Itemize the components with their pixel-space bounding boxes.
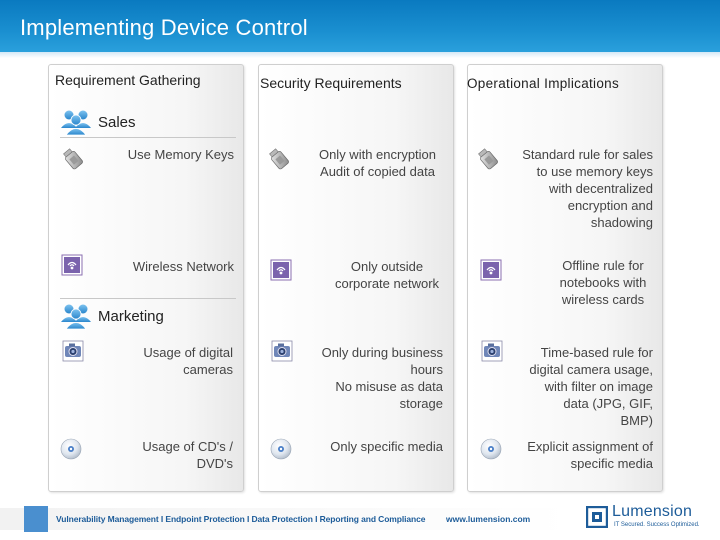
usb-memory-key-icon: [62, 148, 84, 170]
cd-dvd-disc-icon: [270, 438, 292, 460]
requirement-line: DVD's: [196, 456, 233, 471]
requirement-line: cameras: [183, 362, 233, 377]
security-cell: Only specific media: [293, 438, 443, 455]
operational-cell: Time-based rule for digital camera usage…: [498, 344, 653, 429]
requirement-line: Wireless Network: [132, 259, 234, 274]
footer-url-link[interactable]: www.lumension.com: [446, 514, 531, 524]
operational-cell: Explicit assignment of specific media: [498, 438, 653, 472]
wireless-network-icon: [480, 259, 502, 281]
security-line: Only specific media: [330, 439, 443, 454]
operational-line: to use memory keys: [536, 164, 653, 179]
security-line: Only with encryption: [318, 147, 437, 162]
requirement-column-header: Requirement Gathering: [55, 72, 201, 88]
operational-line: digital camera usage,: [529, 362, 653, 377]
requirement-cell: Usage of digital cameras: [93, 344, 233, 378]
operational-line: shadowing: [590, 215, 653, 230]
security-line: No misuse as data: [335, 379, 443, 394]
operational-line: notebooks with: [559, 275, 647, 290]
operational-line: wireless cards: [561, 292, 645, 307]
security-cell: Only during business hours No misuse as …: [293, 344, 443, 412]
wireless-network-icon: [270, 259, 292, 281]
security-line: storage: [399, 396, 443, 411]
operational-cell: Standard rule for sales to use memory ke…: [493, 146, 653, 231]
usb-memory-key-icon: [268, 148, 290, 170]
requirement-line: Usage of CD's /: [142, 439, 233, 454]
operational-line: with decentralized: [548, 181, 653, 196]
security-line: hours: [410, 362, 443, 377]
digital-camera-icon: [62, 340, 84, 362]
sales-group-divider: [60, 137, 236, 138]
lumension-logo-slogan: IT Secured. Success Optimized.: [614, 522, 700, 528]
security-line: Only outside: [350, 259, 424, 274]
operational-line: Explicit assignment of: [527, 439, 653, 454]
security-line: Only during business: [321, 345, 443, 360]
page-title: Implementing Device Control: [20, 15, 308, 40]
security-column-header: Security Requirements: [260, 75, 402, 91]
sales-group-label: Sales: [98, 113, 136, 131]
requirement-line: Usage of digital: [143, 345, 233, 360]
lumension-logo-text: Lumension: [612, 503, 693, 520]
security-cell: Only with encryption Audit of copied dat…: [300, 146, 455, 180]
title-divider: [0, 52, 720, 58]
lumension-logo-icon: [586, 506, 608, 528]
marketing-group-label: Marketing: [98, 307, 164, 325]
operational-cell: Offline rule for notebooks with wireless…: [533, 257, 673, 308]
footer-tagline: Vulnerability Management I Endpoint Prot…: [56, 514, 426, 524]
security-line: corporate network: [334, 276, 440, 291]
security-line: Audit of copied data: [320, 164, 435, 179]
users-group-icon: [60, 302, 92, 330]
requirement-cell: Usage of CD's / DVD's: [93, 438, 233, 472]
requirement-line: Use Memory Keys: [127, 147, 234, 162]
footer-accent-block: [24, 506, 48, 532]
security-cell: Only outside corporate network: [312, 258, 462, 292]
operational-line: Offline rule for: [562, 258, 644, 273]
operational-line: Time-based rule for: [540, 345, 653, 360]
marketing-group-divider: [60, 298, 236, 299]
operational-line: BMP): [620, 413, 654, 428]
marketing-group-header: Marketing: [60, 302, 164, 330]
operational-line: specific media: [570, 456, 653, 471]
operational-line: data (JPG, GIF,: [563, 396, 653, 411]
requirement-cell: Use Memory Keys: [94, 146, 234, 163]
requirement-cell: Wireless Network: [94, 258, 234, 275]
cd-dvd-disc-icon: [60, 438, 82, 460]
sales-group-header: Sales: [60, 108, 136, 136]
operational-line: with filter on image: [544, 379, 653, 394]
users-group-icon: [60, 108, 92, 136]
footer-band: [0, 508, 570, 530]
title-bar: Implementing Device Control: [0, 0, 720, 52]
operational-column-header: Operational Implications: [467, 76, 620, 91]
digital-camera-icon: [271, 340, 293, 362]
operational-line: encryption and: [567, 198, 653, 213]
wireless-network-icon: [61, 254, 83, 276]
operational-line: Standard rule for sales: [522, 147, 653, 162]
